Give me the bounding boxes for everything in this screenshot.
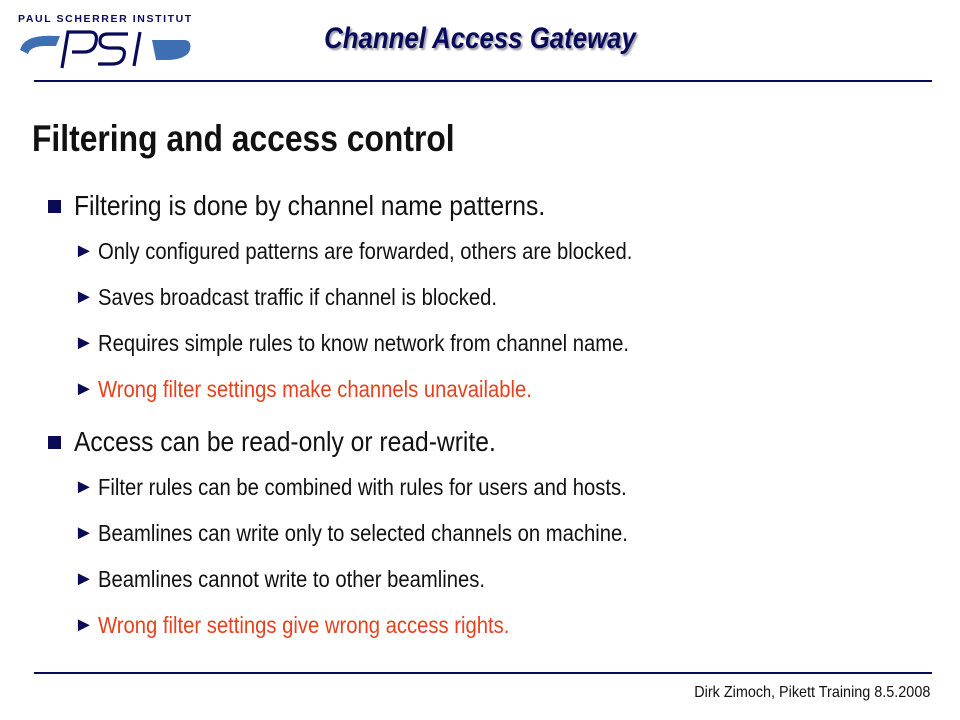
sub-bullet-text: Only configured patterns are forwarded, …	[98, 237, 633, 264]
bullet-access: Access can be read-only or read-write.	[38, 420, 938, 464]
triangle-arrow-icon: ►	[74, 331, 94, 354]
sub-bullet: ► Beamlines cannot write to other beamli…	[38, 556, 938, 602]
slide-title: Filtering and access control	[32, 118, 455, 159]
sub-bullet: ► Filter rules can be combined with rule…	[38, 464, 938, 510]
sub-bullet-text: Beamlines can write only to selected cha…	[98, 519, 628, 546]
triangle-arrow-icon: ►	[74, 239, 94, 262]
logo-institute-text: PAUL SCHERRER INSTITUT	[18, 13, 193, 25]
bullet-filtering: Filtering is done by channel name patter…	[38, 184, 938, 228]
sub-bullet-text: Filter rules can be combined with rules …	[98, 473, 627, 500]
triangle-arrow-icon: ►	[74, 521, 94, 544]
triangle-arrow-icon: ►	[74, 567, 94, 590]
triangle-arrow-icon: ►	[74, 377, 94, 400]
header-title: Channel Access Gateway	[324, 22, 636, 55]
square-bullet-icon	[48, 199, 61, 213]
sub-bullet: ► Only configured patterns are forwarded…	[38, 228, 938, 274]
sub-bullet-warning: ► Wrong filter settings make channels un…	[38, 366, 938, 412]
footer-divider	[34, 672, 932, 674]
triangle-arrow-icon: ►	[74, 613, 94, 636]
logo-mark-icon	[60, 30, 142, 69]
sub-bullet: ► Requires simple rules to know network …	[38, 320, 938, 366]
slide-content: Filtering is done by channel name patter…	[38, 184, 938, 648]
header-divider	[34, 80, 932, 82]
logo-swoosh-left-icon	[20, 35, 60, 54]
sub-bullet-text: Wrong filter settings give wrong access …	[98, 611, 510, 638]
psi-logo: PAUL SCHERRER INSTITUT	[18, 13, 193, 69]
bullet-text: Access can be read-only or read-write.	[74, 426, 496, 457]
sub-bullet-warning: ► Wrong filter settings give wrong acces…	[38, 602, 938, 648]
sub-bullet-text: Requires simple rules to know network fr…	[98, 329, 629, 356]
triangle-arrow-icon: ►	[74, 475, 94, 498]
sub-bullet: ► Beamlines can write only to selected c…	[38, 510, 938, 556]
sub-bullet-text: Saves broadcast traffic if channel is bl…	[98, 283, 498, 310]
sub-bullet-text: Wrong filter settings make channels unav…	[98, 375, 532, 402]
sub-bullet-text: Beamlines cannot write to other beamline…	[98, 565, 486, 592]
logo-swoosh-right-icon	[152, 40, 191, 60]
bullet-text: Filtering is done by channel name patter…	[74, 190, 546, 221]
square-bullet-icon	[48, 435, 61, 449]
footer-text: Dirk Zimoch, Pikett Training 8.5.2008	[693, 684, 930, 701]
triangle-arrow-icon: ►	[74, 285, 94, 308]
sub-bullet: ► Saves broadcast traffic if channel is …	[38, 274, 938, 320]
